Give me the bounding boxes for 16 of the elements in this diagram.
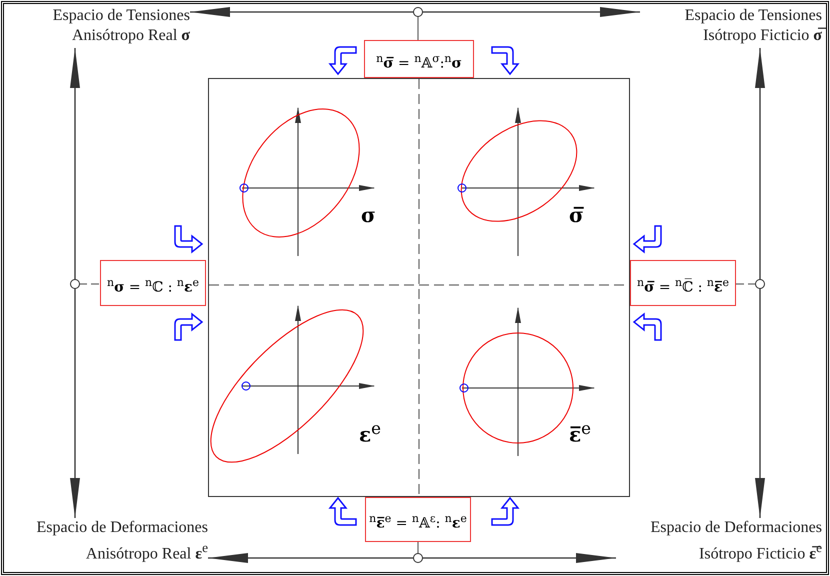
formula-box: $^{n}$σ̅ = $^{n}$ℂ̅ : $^{n}$ε̅$^{e}$ (630, 260, 736, 306)
formula-box: $^{n}$σ̅ = $^{n}$𝔸$^{σ}$:$^{n}$σ (364, 40, 474, 78)
symbol-label: ε$^{e}$ (359, 419, 389, 447)
formula-box: $^{n}$ε̅$^{e}$ = $^{n}$𝔸$^{ε}$: $^{n}$ε$^{e}$ (365, 497, 471, 542)
space-label: Espacio de Deformaciones Isótropo Ficticio ε̅$^{e}$ (616, 518, 822, 560)
space-label: Espacio de Deformaciones Anisótropo Real ε$^{e}$ (8, 518, 208, 560)
quadrant-frame (208, 78, 630, 497)
symbol-label: σ (361, 203, 385, 231)
double-arrow (755, 48, 765, 518)
space-label: Espacio de Tensiones Anisótropo Real σ (8, 6, 190, 48)
double-arrow (208, 553, 616, 563)
double-arrow (190, 7, 640, 17)
double-arrow (70, 48, 80, 518)
symbol-label: σ̅ (569, 203, 593, 231)
formula-box: $^{n}$σ = $^{n}$ℂ : $^{n}$ε$^{e}$ (100, 260, 206, 306)
symbol-label: ε̅$^{e}$ (569, 419, 599, 447)
